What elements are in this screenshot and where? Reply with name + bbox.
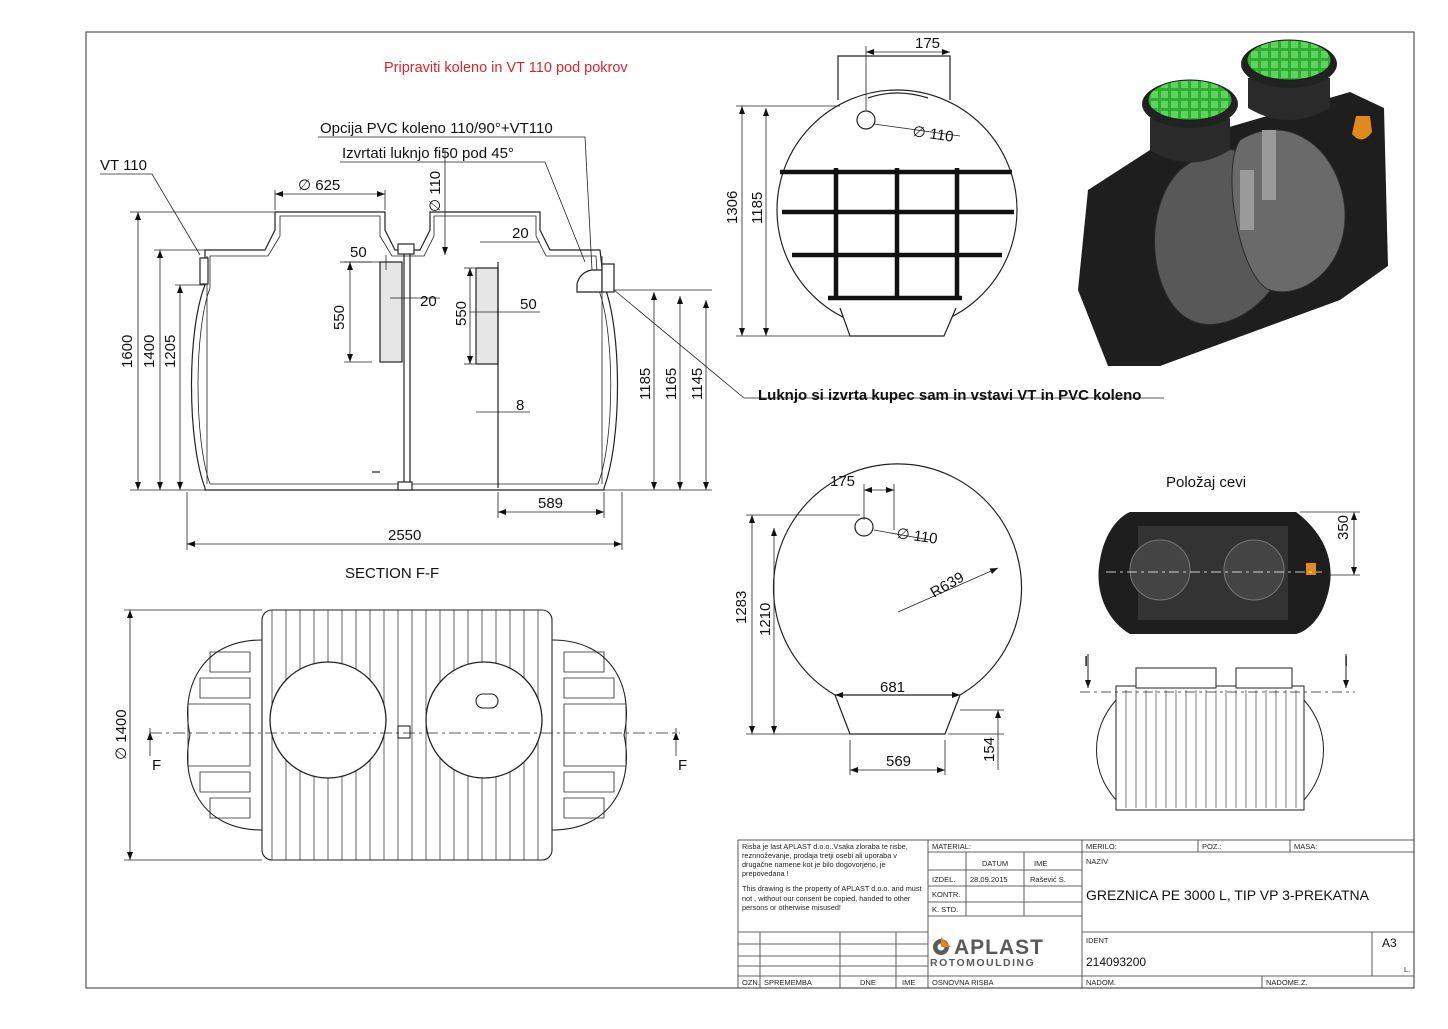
cut-label-i-left: I xyxy=(1084,653,1088,670)
nadom-label: NADOM. xyxy=(1086,978,1116,987)
dim-1165: 1165 xyxy=(663,368,680,400)
poz-label: POZ.: xyxy=(1202,842,1222,851)
note-pvc-option: Opcija PVC koleno 110/90°+VT110 xyxy=(320,120,553,137)
logo-aplast: APLAST xyxy=(954,936,1044,959)
section-dimension-lines xyxy=(100,136,1164,550)
pipe-position-title: Položaj cevi xyxy=(1166,474,1246,491)
dim-681: 681 xyxy=(880,679,905,696)
end-view-bottom-dims xyxy=(746,484,1004,775)
merilo-label: MERILO: xyxy=(1086,842,1117,851)
section-label: SECTION F-F xyxy=(345,565,439,582)
dim-350: 350 xyxy=(1335,515,1352,540)
dim-1210: 1210 xyxy=(757,603,774,636)
naziv-label: NAZIV xyxy=(1086,857,1108,866)
plan-view xyxy=(150,609,680,861)
dim-589: 589 xyxy=(538,495,563,512)
legal-notice-en: This drawing is the property of APLAST d… xyxy=(742,884,922,912)
dim-110-top: ∅ 110 xyxy=(911,123,954,146)
ident-label: IDENT xyxy=(1086,936,1109,945)
dim-1400-plan: ∅ 1400 xyxy=(113,709,130,760)
plan-dims xyxy=(124,609,679,861)
masa-label: MASA: xyxy=(1294,842,1317,851)
dim-1205: 1205 xyxy=(162,335,179,368)
cut-label-f-right: F xyxy=(678,757,687,774)
legal-notice: Risba je last APLAST d.o.o..Vsaka zlorab… xyxy=(742,842,922,912)
dim-550-b: 550 xyxy=(453,301,470,326)
dim-1185: 1185 xyxy=(637,368,654,400)
izdel-date: 28.09.2015 xyxy=(970,875,1008,884)
material-label: MATERIAL: xyxy=(932,842,971,851)
drawing-title: GREZNICA PE 3000 L, TIP VP 3-PREKATNA xyxy=(1086,887,1370,903)
aplast-logo: APLAST ROTOMOULDING xyxy=(930,936,1044,969)
dim-r639: R639 xyxy=(928,569,968,602)
title-block xyxy=(737,839,1415,989)
note-prepare-elbow: Pripraviti koleno in VT 110 pod pokrov xyxy=(384,60,628,76)
dim-20-b: 20 xyxy=(512,225,529,242)
note-vt110: VT 110 xyxy=(100,157,147,174)
dim-569: 569 xyxy=(886,753,911,770)
dim-1185-top: 1185 xyxy=(749,192,766,224)
datum-label: DATUM xyxy=(982,859,1008,868)
dim-110-vertical: ∅ 110 xyxy=(427,171,444,212)
kontr-label: KONTR. xyxy=(932,890,960,899)
ime-label: IME xyxy=(1034,859,1047,868)
end-view-top-dims xyxy=(736,46,961,337)
izdel-name: Rašević S. xyxy=(1030,875,1066,884)
dim-1283: 1283 xyxy=(733,591,750,624)
sheet-l: L. xyxy=(1404,965,1410,974)
cut-label-i-right: I xyxy=(1344,653,1348,670)
format-a3: A3 xyxy=(1382,936,1397,950)
end-view-top xyxy=(776,55,1018,337)
dim-175-top: 175 xyxy=(915,35,940,52)
kstd-label: K. STD. xyxy=(932,905,958,914)
dim-20-a: 20 xyxy=(420,293,437,310)
pipe-position-dims xyxy=(1300,511,1360,576)
izdel-label: IZDEL. xyxy=(932,875,955,884)
note-drill-hole: Izvrtati luknjo fi50 pod 45° xyxy=(342,145,514,162)
ident-value: 214093200 xyxy=(1086,955,1146,969)
osnovna-risba: OSNOVNA RISBA xyxy=(932,978,994,987)
section-view xyxy=(190,211,619,491)
dim-1600: 1600 xyxy=(119,335,136,368)
dim-1306: 1306 xyxy=(724,191,741,224)
nadomez-label: NADOME.Z. xyxy=(1266,978,1308,987)
dim-175-bottom: 175 xyxy=(830,473,855,490)
rev-ime: IME xyxy=(902,978,915,987)
pipe-position-top xyxy=(1098,512,1331,634)
dim-50-b: 50 xyxy=(520,296,537,313)
dim-1400: 1400 xyxy=(141,335,158,368)
rev-ozn: OZN. xyxy=(742,978,760,987)
iso-tank-view xyxy=(1078,39,1388,366)
pipe-position-side xyxy=(1080,654,1355,811)
dim-110-bottom: ∅ 110 xyxy=(895,525,938,548)
dim-625: ∅ 625 xyxy=(298,177,340,194)
dim-2550: 2550 xyxy=(388,527,421,544)
dim-154: 154 xyxy=(981,737,998,762)
dim-8: 8 xyxy=(516,397,524,414)
logo-rotomoulding: ROTOMOULDING xyxy=(930,957,1035,969)
note-customer-drill: Luknjo si izvrta kupec sam in vstavi VT … xyxy=(758,387,1141,404)
dim-550-a: 550 xyxy=(331,305,348,330)
dim-50-a: 50 xyxy=(350,244,367,261)
dim-1145: 1145 xyxy=(689,368,706,400)
legal-notice-si: Risba je last APLAST d.o.o..Vsaka zlorab… xyxy=(742,842,908,879)
rev-sprememba: SPREMEMBA xyxy=(764,978,812,987)
rev-dne: DNE xyxy=(860,978,876,987)
cut-label-f-left: F xyxy=(152,757,161,774)
